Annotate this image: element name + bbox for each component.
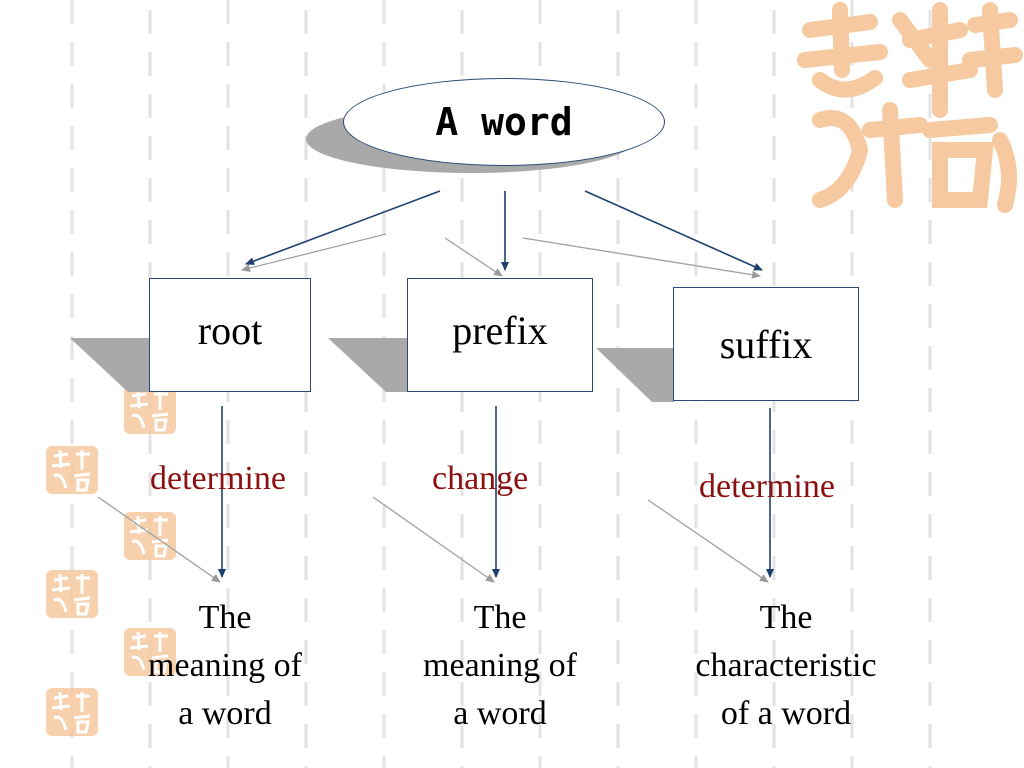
seal-stamp-icon — [46, 688, 98, 736]
result-line: characteristic — [695, 647, 877, 684]
verb-label-suffix: determine — [699, 468, 835, 505]
result-root: The meaning of a word — [125, 594, 325, 738]
result-line: The — [759, 599, 813, 636]
part-label: prefix — [452, 307, 548, 353]
result-prefix: The meaning of a word — [400, 594, 600, 738]
top-node: A word — [343, 78, 665, 166]
seal-stamp-icon — [124, 628, 176, 676]
top-node-label: A word — [435, 100, 573, 144]
result-line: The — [198, 599, 252, 636]
verb-label-root: determine — [150, 460, 286, 497]
part-box-root: root — [149, 278, 311, 392]
result-line: a word — [453, 695, 547, 732]
result-line: of a word — [720, 695, 852, 732]
seal-stamp-icon — [124, 386, 176, 434]
calligraphy-seal-logo-large — [797, 2, 1023, 213]
result-line: meaning of — [423, 647, 577, 684]
part-box-suffix: suffix — [673, 287, 859, 401]
part-label: root — [197, 307, 263, 353]
result-line: meaning of — [148, 647, 302, 684]
part-label: suffix — [719, 321, 813, 367]
part-box-prefix: prefix — [407, 278, 593, 392]
result-line: The — [473, 599, 527, 636]
seal-stamp-icon — [46, 570, 98, 618]
seal-stamp-icon — [46, 446, 98, 494]
result-suffix: The characteristic of a word — [666, 594, 906, 738]
result-line: a word — [178, 695, 272, 732]
verb-label-prefix: change — [432, 460, 529, 497]
